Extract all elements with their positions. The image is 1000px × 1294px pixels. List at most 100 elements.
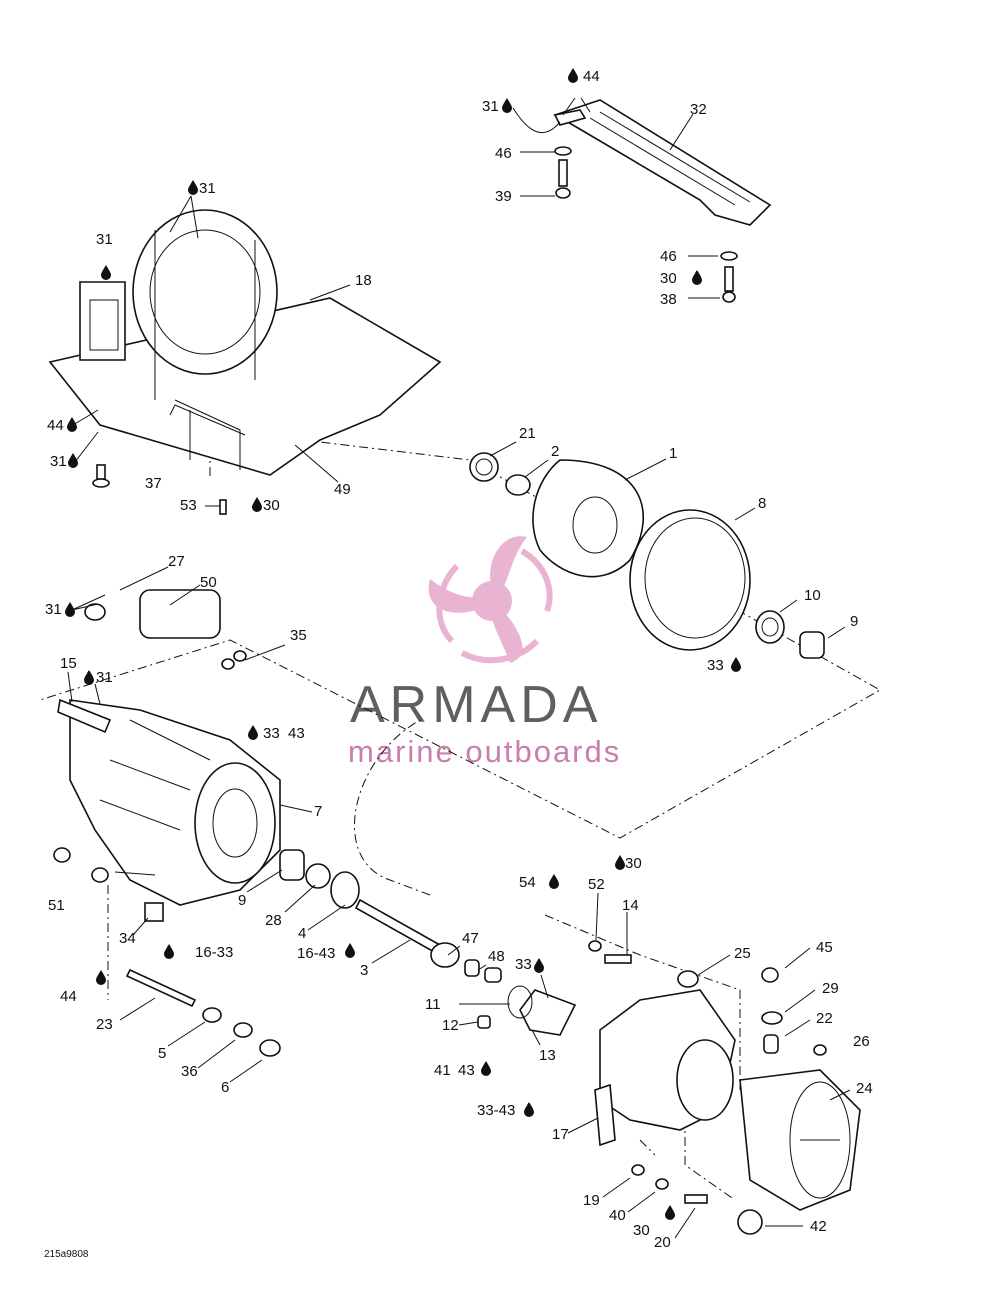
leader-lines bbox=[67, 97, 851, 1239]
drop-icon bbox=[65, 602, 75, 617]
sealant-drop-icons bbox=[65, 68, 741, 1220]
watermark-tagline: marine outboards bbox=[348, 734, 621, 769]
drop-icon bbox=[252, 497, 262, 512]
label-30: 30 bbox=[263, 497, 280, 514]
label-13: 13 bbox=[539, 1047, 556, 1064]
drop-icon bbox=[101, 265, 111, 280]
label-17: 17 bbox=[552, 1126, 569, 1143]
label-35: 35 bbox=[290, 627, 307, 644]
label-30: 30 bbox=[625, 855, 642, 872]
label-10: 10 bbox=[804, 587, 821, 604]
drop-icon bbox=[68, 453, 78, 468]
label-14: 14 bbox=[622, 897, 639, 914]
label-28: 28 bbox=[265, 912, 282, 929]
part-23-stud bbox=[125, 968, 281, 1057]
drop-icon bbox=[248, 725, 258, 740]
drop-icon bbox=[164, 944, 174, 959]
label-31: 31 bbox=[50, 453, 67, 470]
drop-icon bbox=[84, 670, 94, 685]
label-7: 7 bbox=[314, 803, 322, 820]
label-46: 46 bbox=[660, 248, 677, 265]
label-1: 1 bbox=[669, 445, 677, 462]
part-32-support-bracket bbox=[553, 99, 772, 303]
part-13-cover-cap bbox=[477, 985, 577, 1036]
armada-watermark: ARMADA marine outboards bbox=[348, 536, 621, 769]
label-20: 20 bbox=[654, 1234, 671, 1251]
label-45: 45 bbox=[816, 939, 833, 956]
label-12: 12 bbox=[442, 1017, 459, 1034]
label-31: 31 bbox=[96, 231, 113, 248]
drop-icon bbox=[96, 970, 106, 985]
label-21: 21 bbox=[519, 425, 536, 442]
drop-icon bbox=[665, 1205, 675, 1220]
label-34: 34 bbox=[119, 930, 136, 947]
drop-icon bbox=[692, 270, 702, 285]
drop-icon bbox=[615, 855, 625, 870]
label-31: 31 bbox=[199, 180, 216, 197]
label-15: 15 bbox=[60, 655, 77, 672]
label-33-43: 33-43 bbox=[477, 1102, 515, 1119]
drawing-code: 215a9808 bbox=[44, 1249, 89, 1260]
label-2: 2 bbox=[551, 443, 559, 460]
label-33: 33 bbox=[515, 956, 532, 973]
label-27: 27 bbox=[168, 553, 185, 570]
drop-icon bbox=[534, 958, 544, 973]
label-51: 51 bbox=[48, 897, 65, 914]
label-41: 41 bbox=[434, 1062, 451, 1079]
label-3: 3 bbox=[360, 962, 368, 979]
label-44: 44 bbox=[47, 417, 64, 434]
label-26: 26 bbox=[853, 1033, 870, 1050]
label-44: 44 bbox=[60, 988, 77, 1005]
drop-icon bbox=[731, 657, 741, 672]
label-52: 52 bbox=[588, 876, 605, 893]
label-9: 9 bbox=[238, 892, 246, 909]
label-23: 23 bbox=[96, 1016, 113, 1033]
label-49: 49 bbox=[334, 481, 351, 498]
label-19: 19 bbox=[583, 1192, 600, 1209]
label-31: 31 bbox=[482, 98, 499, 115]
drop-icon bbox=[481, 1061, 491, 1076]
drop-icon bbox=[345, 943, 355, 958]
drop-icon bbox=[188, 180, 198, 195]
label-43: 43 bbox=[458, 1062, 475, 1079]
label-25: 25 bbox=[734, 945, 751, 962]
label-37: 37 bbox=[145, 475, 162, 492]
label-8: 8 bbox=[758, 495, 766, 512]
drop-icon bbox=[524, 1102, 534, 1117]
part-number-labels: 44 31 32 46 39 31 31 46 30 38 18 44 31 3… bbox=[45, 68, 873, 1251]
label-46: 46 bbox=[495, 145, 512, 162]
part-17-venturi bbox=[588, 940, 736, 1204]
part-3-impeller-shaft bbox=[279, 849, 502, 983]
label-33: 33 bbox=[707, 657, 724, 674]
label-33: 33 bbox=[263, 725, 280, 742]
label-50: 50 bbox=[200, 574, 217, 591]
label-54: 54 bbox=[519, 874, 536, 891]
label-32: 32 bbox=[690, 101, 707, 118]
label-16-43: 16-43 bbox=[297, 945, 335, 962]
label-31: 31 bbox=[45, 601, 62, 618]
label-24: 24 bbox=[856, 1080, 873, 1097]
label-30: 30 bbox=[633, 1222, 650, 1239]
label-6: 6 bbox=[221, 1079, 229, 1096]
label-11: 11 bbox=[425, 996, 441, 1013]
label-30: 30 bbox=[660, 270, 677, 287]
label-4: 4 bbox=[298, 925, 306, 942]
drop-icon bbox=[549, 874, 559, 889]
part-1-cover bbox=[469, 452, 645, 578]
drop-icon bbox=[502, 98, 512, 113]
label-29: 29 bbox=[822, 980, 839, 997]
label-44: 44 bbox=[583, 68, 600, 85]
label-53: 53 bbox=[180, 497, 197, 514]
part-7-jet-pump-housing bbox=[53, 589, 281, 922]
drop-icon bbox=[568, 68, 578, 83]
label-38: 38 bbox=[660, 291, 677, 308]
label-31: 31 bbox=[96, 669, 113, 686]
label-48: 48 bbox=[488, 948, 505, 965]
part-8-wear-ring bbox=[629, 509, 825, 659]
label-39: 39 bbox=[495, 188, 512, 205]
part-24-nozzle bbox=[737, 967, 861, 1235]
label-43: 43 bbox=[288, 725, 305, 742]
label-36: 36 bbox=[181, 1063, 198, 1080]
label-18: 18 bbox=[355, 272, 372, 289]
